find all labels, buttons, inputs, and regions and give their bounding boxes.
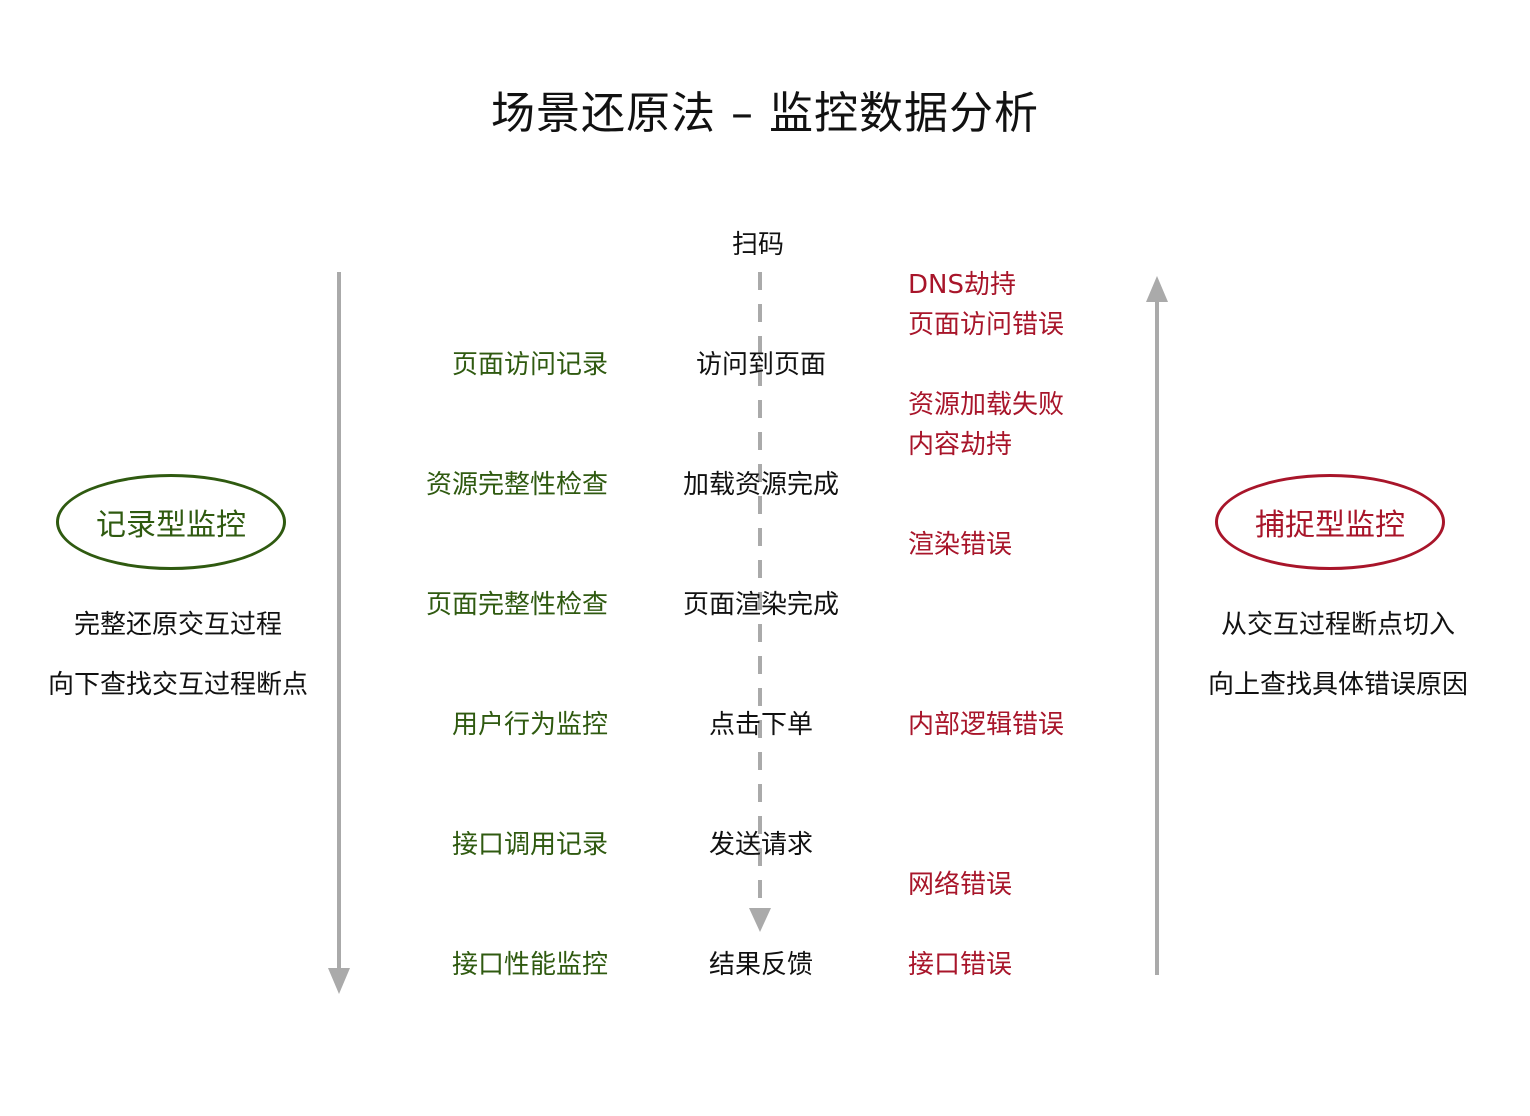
page-title: 场景还原法 – 监控数据分析 [491,88,1039,139]
record-item: 接口性能监控 [451,950,608,980]
left-desc-1: 完整还原交互过程 [73,610,282,640]
error-item: 内容劫持 [908,430,1013,460]
error-item: 页面访问错误 [908,310,1065,340]
right-arrow-head [1146,276,1168,302]
step-item: 点击下单 [708,710,813,740]
record-item: 页面访问记录 [451,350,608,380]
step-item: 访问到页面 [695,350,826,380]
step-item: 页面渲染完成 [682,590,839,620]
error-item: 渲染错误 [908,530,1013,560]
step-item: 结果反馈 [708,950,813,980]
record-item: 接口调用记录 [451,830,608,860]
error-item: DNS劫持 [908,270,1016,300]
center-arrow-head [749,908,771,932]
error-item: 网络错误 [908,870,1013,900]
capture-monitor-label: 捕捉型监控 [1255,508,1405,543]
error-item: 接口错误 [908,950,1013,980]
step-item: 发送请求 [708,830,813,860]
step-start: 扫码 [731,230,784,260]
left-desc-2: 向下查找交互过程断点 [47,670,308,700]
record-monitor-label: 记录型监控 [96,508,246,543]
step-item: 加载资源完成 [682,470,839,500]
record-item: 资源完整性检查 [425,470,608,500]
error-item: 资源加载失败 [908,390,1065,420]
right-desc-2: 向上查找具体错误原因 [1207,670,1468,700]
left-arrow-head [328,968,350,994]
capture-monitor-ellipse: 捕捉型监控 [1215,474,1445,570]
record-item: 用户行为监控 [451,710,608,740]
record-monitor-ellipse: 记录型监控 [56,474,286,570]
error-item: 内部逻辑错误 [908,710,1065,740]
record-item: 页面完整性检查 [425,590,608,620]
right-desc-1: 从交互过程断点切入 [1220,610,1455,640]
